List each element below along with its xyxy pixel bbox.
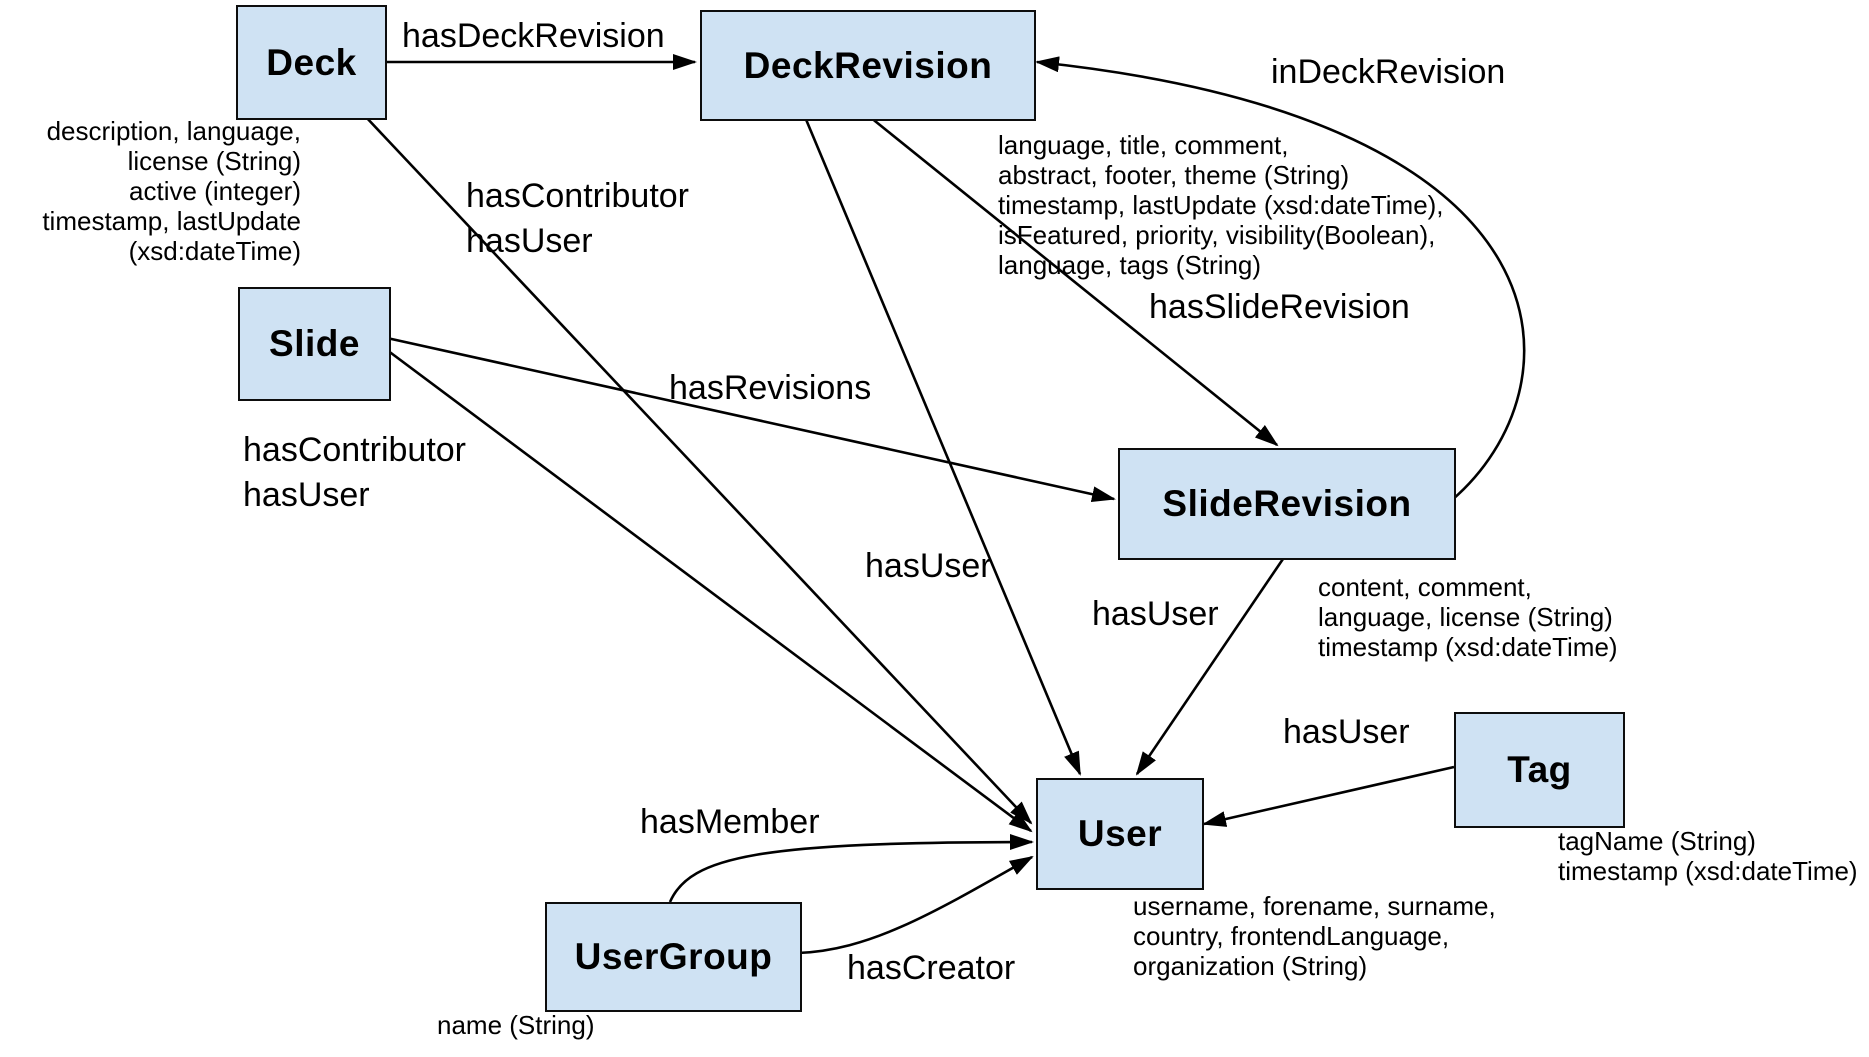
attribute-line: language, title, comment, (998, 130, 1289, 160)
attribute-line: timestamp, lastUpdate (42, 206, 301, 236)
attribute-line: organization (String) (1133, 951, 1368, 981)
edge-has-creator (797, 855, 1034, 955)
entity-user-group-label: UserGroup (574, 936, 773, 977)
attribute-line: content, comment, (1318, 572, 1532, 602)
edge-slide-has-user (386, 348, 1033, 833)
edge-deck-has-user (364, 115, 1033, 825)
entity-slide: Slide (238, 287, 391, 401)
attribute-line: name (String) (437, 1010, 595, 1040)
label-in-deck-revision: inDeckRevision (1271, 53, 1506, 91)
label-deckrevision-has-user: hasUser (865, 547, 992, 585)
entity-deck-label: Deck (266, 41, 357, 83)
label-deck-has-contributor: hasContributor (466, 177, 690, 215)
label-tag-has-user: hasUser (1283, 713, 1410, 751)
deck-revision-attributes: language, title, comment, abstract, foot… (998, 130, 1444, 280)
attribute-line: language, tags (String) (998, 250, 1262, 280)
edge-tag-has-user (1202, 765, 1455, 827)
edge-has-slide-revision (869, 115, 1279, 447)
entity-slide-label: Slide (269, 323, 360, 364)
entity-user-group: UserGroup (545, 902, 802, 1012)
attribute-line: country, frontendLanguage, (1133, 921, 1450, 951)
attribute-line: timestamp, lastUpdate (xsd:dateTime), (998, 190, 1444, 220)
label-has-member: hasMember (640, 803, 820, 841)
attribute-line: language, license (String) (1318, 602, 1613, 632)
attribute-line: active (integer) (129, 176, 301, 206)
attribute-line: (xsd:dateTime) (128, 236, 301, 266)
edge-has-revisions (386, 336, 1116, 503)
attribute-line: abstract, footer, theme (String) (998, 160, 1350, 190)
label-deck-contributor-user: hasContributor hasUser (466, 174, 689, 264)
attribute-line: username, forename, surname, (1133, 891, 1496, 921)
tag-attributes: tagName (String) timestamp (xsd:dateTime… (1558, 826, 1858, 886)
attribute-line: timestamp (xsd:dateTime) (1318, 632, 1618, 662)
entity-slide-revision-label: SlideRevision (1162, 483, 1412, 524)
entity-user: User (1036, 778, 1204, 890)
attribute-line: timestamp (xsd:dateTime) (1558, 856, 1858, 886)
label-slide-has-contributor: hasContributor (243, 431, 467, 469)
deck-attributes: description, language, license (String) … (0, 116, 301, 266)
entity-tag-label: Tag (1507, 749, 1572, 790)
entity-tag: Tag (1454, 712, 1625, 828)
label-sliderevision-has-user: hasUser (1092, 595, 1219, 633)
label-slide-contributor-user: hasContributor hasUser (243, 428, 466, 518)
label-has-slide-revision: hasSlideRevision (1149, 288, 1410, 326)
slide-revision-attributes: content, comment, language, license (Str… (1318, 572, 1618, 662)
edge-sliderevision-has-user (1135, 555, 1287, 776)
entity-slide-revision: SlideRevision (1118, 448, 1456, 560)
attribute-line: tagName (String) (1558, 826, 1756, 856)
edge-has-member (668, 834, 1034, 903)
entity-user-label: User (1077, 813, 1163, 854)
label-has-revisions: hasRevisions (669, 369, 872, 407)
attribute-line: description, language, (46, 116, 301, 146)
edge-deckrevision-has-user (803, 116, 1082, 776)
edge-in-deck-revision (1035, 56, 1526, 501)
entity-deck-revision-label: DeckRevision (743, 44, 993, 86)
label-has-creator: hasCreator (847, 949, 1016, 987)
entity-deck: Deck (236, 5, 387, 120)
user-attributes: username, forename, surname, country, fr… (1133, 891, 1496, 981)
entity-deck-revision: DeckRevision (700, 10, 1036, 121)
attribute-line: license (String) (127, 146, 301, 176)
label-slide-has-user: hasUser (243, 476, 370, 514)
label-has-deck-revision: hasDeckRevision (402, 17, 665, 55)
user-group-attributes: name (String) (437, 1010, 595, 1040)
attribute-line: isFeatured, priority, visibility(Boolean… (998, 220, 1436, 250)
label-deck-has-user: hasUser (466, 222, 593, 260)
